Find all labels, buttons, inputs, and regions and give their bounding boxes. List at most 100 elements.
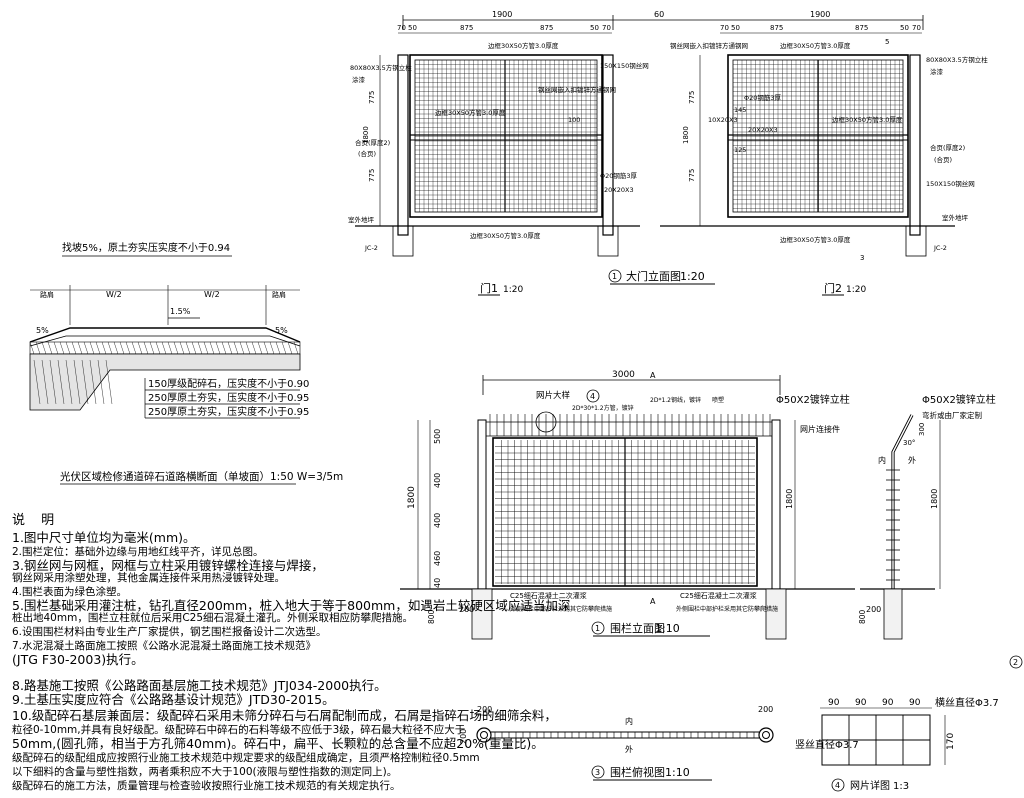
road-w-left: W/2	[106, 290, 122, 299]
mesh-title-scale: 1:3	[893, 781, 909, 792]
door1-scale: 1:20	[503, 285, 523, 295]
side-inner: 内	[878, 455, 886, 465]
hatch-line	[263, 341, 269, 355]
gate-r-label-floor: 室外地坪	[942, 213, 969, 222]
road-w-right: W/2	[204, 290, 220, 299]
gate-r-label-paint: 涂漆	[930, 67, 944, 76]
gate-dim-l-4: 50	[590, 24, 599, 32]
gate-dim-l-1: 50	[408, 24, 417, 32]
plan-dim-side: 200	[459, 729, 468, 744]
fence-c25-right-sub: 外侧围栏中部护栏采用其它防攀爬措施	[676, 605, 778, 613]
note-item: 级配碎石的级配组成应按照行业施工技术规范中规定要求的级配组成确定，且须严格控制粒…	[12, 752, 480, 764]
gate-r-label-plate: 20X20X3	[748, 126, 778, 134]
gate-r-label-dim145: 145	[734, 106, 746, 114]
hatch-line	[179, 341, 185, 355]
note-item: 钢丝网采用涂塑处理，其他金属连接件采用热浸镀锌处理。	[12, 572, 285, 584]
gate-gap-dim: 60	[654, 10, 664, 19]
gate-label-bottom-frame: 边框30X50方管3.0厚度	[470, 231, 541, 240]
hatch-line	[107, 341, 113, 355]
fence-coat: 喷塑	[712, 396, 724, 404]
fence-found-depth: 800	[427, 609, 436, 624]
plan-dim-right: 200	[758, 705, 773, 714]
gate-label-post: 80X80X3.5方钢立柱	[350, 63, 412, 72]
hatch-line	[245, 341, 251, 355]
hatch-line	[191, 341, 197, 355]
gate-title: 大门立面图	[626, 269, 681, 283]
road-layer-1: 150厚级配碎石，压实度不小于0.90	[148, 377, 309, 390]
hatch-line	[71, 341, 77, 355]
gate-label-plate: 20X20X3	[604, 186, 634, 194]
hatch-line	[143, 341, 149, 355]
hatch-line	[119, 341, 125, 355]
gate-r-label-post: 80X80X3.5方钢立柱	[926, 55, 988, 64]
gate-r-label-dim5: 5	[885, 38, 889, 46]
hatch-line	[73, 359, 81, 405]
fence-total-height: 1800	[407, 486, 417, 509]
hatch-line	[269, 341, 275, 355]
gate-r-label-dim3: 3	[860, 254, 864, 262]
road-layer-3: 250厚原土夯实，压实度不小于0.95	[148, 405, 309, 418]
hatch-line	[161, 341, 167, 355]
gate-overall-width-right: 1900	[810, 10, 830, 19]
fence-c25-left: C25细石混凝土二次灌浆	[510, 591, 587, 600]
mesh-detail: 90 90 90 90 横丝直径Φ3.7 竖丝直径Φ3.7 170 4 网片详图…	[795, 696, 999, 792]
road-title: 光伏区域检修通道碎石道路横断面（单坡面）1:50 W=3/5m	[60, 470, 343, 483]
side-depth: 800	[858, 609, 867, 624]
gate-right-mesh	[733, 60, 903, 212]
gate-dim-r-1: 50	[731, 24, 740, 32]
mesh-height: 170	[946, 733, 956, 750]
fence-mesh-no: 4	[590, 392, 595, 401]
mesh-vertical: 竖丝直径Φ3.7	[795, 738, 859, 751]
note-item: 3.钢丝网与网框，网框与立柱采用镀锌螺栓连接与焊接，	[12, 558, 324, 573]
hatch-line	[209, 341, 215, 355]
fence-h-400a: 400	[433, 473, 442, 488]
hatch-line	[239, 341, 245, 355]
mesh-title-no: 4	[835, 781, 840, 790]
side-width: 200	[866, 605, 881, 614]
gate-dim-l-5: 70	[602, 24, 611, 32]
hatch-line	[53, 341, 59, 355]
side-height: 1800	[930, 489, 939, 509]
side-post-label: Φ50X2镀锌立柱	[922, 393, 996, 406]
note-item: 7.水泥混凝土路面施工按照《公路水泥混凝土路面施工技术规范》	[12, 640, 317, 652]
note-item: 粒径0-10mm,并具有良好级配。级配碎石中碎石的石料等级不应低于3级，碎石最大…	[12, 724, 466, 736]
hatch-line	[149, 341, 155, 355]
gate-r-label-mesh: 150X150钢丝网	[926, 179, 975, 188]
gate-label-dim100: 100	[568, 116, 580, 124]
hatch-line	[167, 341, 173, 355]
hatch-line	[77, 341, 83, 355]
gate-left-mesh	[415, 60, 597, 212]
fence-elevation: 3000 A A 500 400 400 460 40 1800 800 200…	[400, 370, 855, 640]
gate-titles: 1 大门立面图 1:20 门1 1:20 门2 1:20	[478, 269, 866, 296]
hatch-line	[251, 341, 257, 355]
gate-r-label-lockbar: 钢丝网嵌入扣镀锌方通钢网	[670, 41, 748, 50]
gate-dim-r-2: 875	[770, 24, 783, 32]
side-mesh-ticks	[886, 469, 900, 581]
hatch-line	[83, 341, 89, 355]
notes-title: 说 明	[12, 513, 61, 528]
fence-h-500: 500	[433, 429, 442, 444]
fence-panel-mesh	[495, 440, 755, 584]
hatch-line	[281, 341, 287, 355]
gate-r-label-hinge-sub: (合页)	[934, 155, 952, 164]
gate-r-label-jc2: JC-2	[933, 244, 947, 252]
gate-label-hinge: 合页(厚度2)	[355, 138, 390, 147]
gate-r-label-hinge: 合页(厚度2)	[930, 143, 965, 152]
hatch-line	[41, 359, 49, 405]
mesh-dim-1: 90	[855, 698, 867, 708]
hatch-line	[95, 341, 101, 355]
hatch-line	[81, 359, 89, 405]
plan-inner: 内	[625, 716, 633, 726]
side-dim-300: 300	[918, 423, 926, 436]
note-item: 6.设围围栏材料由专业生产厂家提供，钢艺围栏报备设计二次选型。	[12, 626, 327, 638]
plan-wire-ticks	[494, 732, 755, 738]
road-shoulder-right: 路肩	[272, 290, 286, 299]
gate-elevation-left: 1900 70 50 875 875 50 70 775 1800 775 80…	[348, 10, 649, 257]
hatch-line	[35, 341, 41, 355]
side-outer: 外	[908, 455, 916, 465]
fence-section-bottom: A	[650, 597, 656, 606]
fence-c25-right: C25细石混凝土二次灌浆	[680, 591, 757, 600]
gate-r-h-1800: 1800	[682, 126, 690, 144]
road-layer-hatch	[29, 341, 299, 405]
hatch-line	[29, 341, 35, 355]
